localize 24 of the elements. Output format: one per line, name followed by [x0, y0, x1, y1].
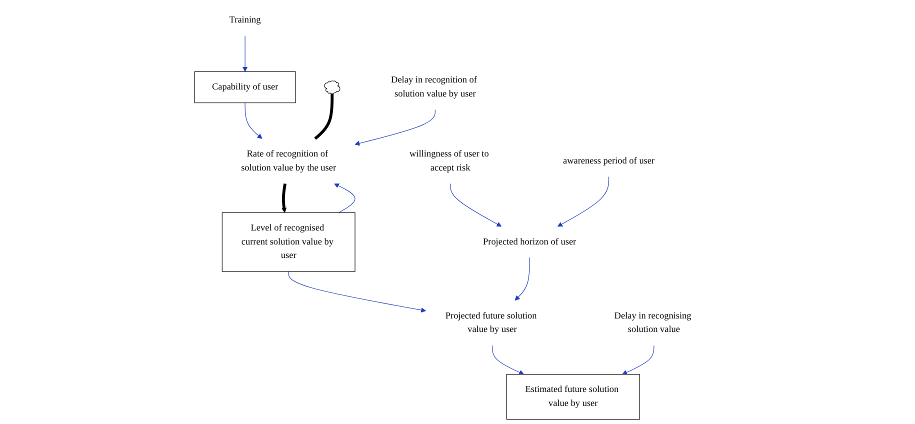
- node-box: Capability of user: [194, 71, 296, 104]
- node-text: Rate of recognition of solution value by the user: [241, 149, 336, 173]
- arrow: [242, 36, 248, 72]
- node-box: Estimated future solution value by user: [506, 374, 640, 420]
- arrow: [288, 271, 426, 313]
- connector: [314, 94, 334, 140]
- node-text: willingness of user to accept risk: [410, 149, 489, 173]
- node-cloud: [324, 80, 340, 94]
- arrow: [514, 257, 530, 301]
- node-text: Delay in recognising solution value: [614, 310, 692, 334]
- arrow: [492, 345, 524, 375]
- arrow: [244, 102, 262, 139]
- node-text: Training: [229, 15, 261, 25]
- arrow: [557, 176, 610, 227]
- arrow: [282, 183, 287, 213]
- arrow: [450, 183, 502, 227]
- arrow: [622, 345, 654, 375]
- node-text: Delay in recognition of solution value by user: [391, 75, 478, 99]
- node-text: Projected horizon of user: [482, 236, 576, 247]
- arrow: [354, 109, 436, 146]
- node-box: Level of recognised current solution value by user: [222, 212, 356, 272]
- node-text: awareness period of user: [562, 156, 655, 166]
- node-text: Projected future solution value by user: [445, 310, 537, 334]
- arrow: [334, 183, 356, 213]
